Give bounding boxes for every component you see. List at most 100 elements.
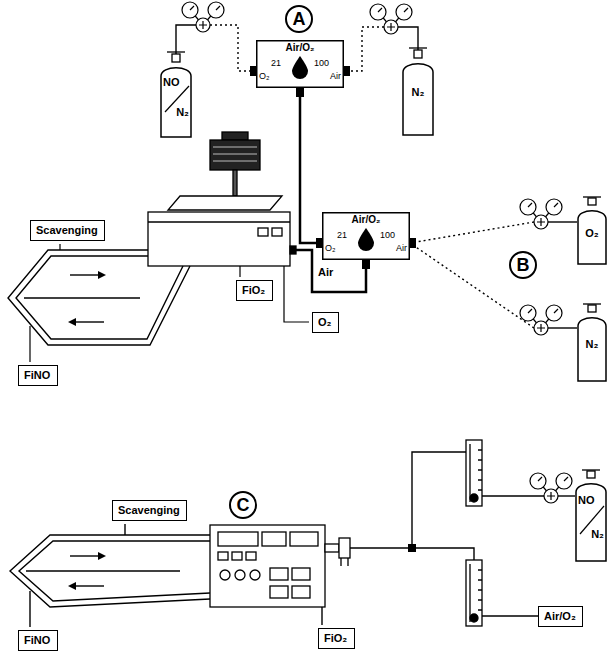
housing-detail — [258, 228, 268, 236]
flow-arrow-head — [98, 271, 106, 279]
regulator — [520, 305, 562, 335]
box-label: FiNO — [24, 633, 50, 647]
cylinder-body — [161, 68, 191, 137]
label-box: Scavenging — [30, 220, 105, 241]
gauge-needle — [528, 309, 558, 313]
gas-label: 21 — [271, 58, 281, 69]
button — [218, 552, 228, 560]
gas-line — [558, 495, 575, 496]
box-label: FiNO — [24, 368, 50, 382]
bellows-cap — [222, 132, 248, 140]
panel-letter-text: A — [287, 7, 311, 31]
button — [246, 552, 256, 560]
valve — [172, 54, 180, 62]
regulator-body — [544, 489, 558, 503]
leader-line — [29, 326, 30, 362]
gas-line — [548, 327, 577, 328]
outlet — [325, 544, 339, 552]
label-box: FiNO — [18, 630, 58, 651]
gas-label: N₂ — [577, 338, 607, 351]
leaders-a — [30, 244, 309, 362]
box-label: Scavenging — [36, 223, 98, 237]
panel-letter: B — [509, 251, 537, 279]
valve — [587, 471, 595, 478]
gas-line — [412, 452, 466, 544]
label-box: Air/O₂ — [538, 606, 583, 627]
regulator — [530, 473, 572, 503]
cylinder-body — [578, 318, 606, 381]
flowmeter-tube — [466, 560, 482, 626]
gas-cylinder: NO N₂ — [575, 478, 607, 562]
gas-label: 21 — [337, 230, 347, 241]
label-box: O₂ — [312, 312, 339, 333]
platform — [168, 196, 282, 210]
plus-mark — [199, 21, 207, 29]
blender-port — [410, 238, 416, 248]
gas-label: N₂ — [176, 106, 189, 119]
valve — [588, 198, 596, 205]
flow-arrow — [76, 585, 104, 586]
regulator — [370, 4, 412, 34]
gas-label: 100 — [380, 230, 395, 241]
regulator-body — [534, 321, 548, 335]
housing-line — [148, 221, 290, 222]
gas-label: Air — [330, 71, 341, 82]
blender-port — [316, 238, 322, 248]
panel-letter-text: C — [231, 493, 255, 517]
panel-letter: C — [229, 491, 257, 519]
regulator-body — [534, 215, 548, 229]
gas-cylinder: O₂ — [577, 205, 607, 265]
knob — [250, 570, 260, 580]
flowmeter — [466, 440, 482, 626]
air-port — [290, 246, 296, 254]
blender-knob — [358, 228, 374, 251]
flowmeter-ball — [470, 494, 478, 502]
regulator-body — [384, 20, 398, 34]
air-oxygen-blender: Air/O₂O₂21100Air — [322, 212, 410, 260]
pipe-connector — [410, 222, 577, 243]
display — [218, 532, 258, 546]
gas-cylinder: N₂ — [577, 312, 607, 382]
valve-handle — [582, 469, 600, 470]
display — [262, 532, 286, 546]
dashed-gas-line — [410, 222, 534, 243]
gas-label: Air/O₂ — [256, 42, 344, 54]
breathing-circuit-a — [8, 250, 190, 345]
panel-letter: A — [285, 5, 313, 33]
valve-handle — [583, 303, 601, 304]
flowmeter-tube — [466, 440, 482, 506]
circuit-inner — [19, 541, 210, 601]
plus-mark — [537, 324, 545, 332]
circuit-partition — [26, 570, 180, 571]
flow-arrow-head — [68, 582, 76, 590]
pipe-connector — [344, 27, 418, 71]
blender-box — [323, 213, 410, 260]
gas-label: NO — [578, 494, 595, 507]
valve-handle — [583, 196, 601, 197]
valve — [414, 50, 422, 58]
label-box: FiNO — [18, 365, 58, 386]
circuit-outer — [8, 250, 190, 345]
gas-line — [300, 88, 322, 243]
bellows — [210, 140, 260, 170]
bellows-fold — [213, 147, 257, 161]
gas-label: N₂ — [591, 528, 604, 541]
oxygen-line — [284, 266, 309, 322]
label-box: FiO₂ — [318, 628, 355, 649]
gas-label: Air/O₂ — [322, 214, 410, 226]
pipe-connector — [176, 25, 256, 71]
flow-arrow — [76, 321, 104, 322]
gas-line — [482, 495, 544, 496]
cylinder-outline — [160, 62, 192, 138]
breathing-circuit-c — [10, 524, 322, 627]
leader-line — [29, 591, 30, 627]
gas-cylinder: NON₂ — [160, 62, 192, 138]
leader-line — [239, 266, 240, 277]
flow-arrow-head — [68, 318, 76, 326]
control — [270, 568, 288, 580]
plus-mark — [547, 492, 555, 500]
circuit-partition — [24, 297, 140, 298]
circuit-outer — [10, 535, 210, 607]
dashed-gas-line — [344, 27, 384, 71]
gas-label: O₂ — [577, 227, 607, 240]
